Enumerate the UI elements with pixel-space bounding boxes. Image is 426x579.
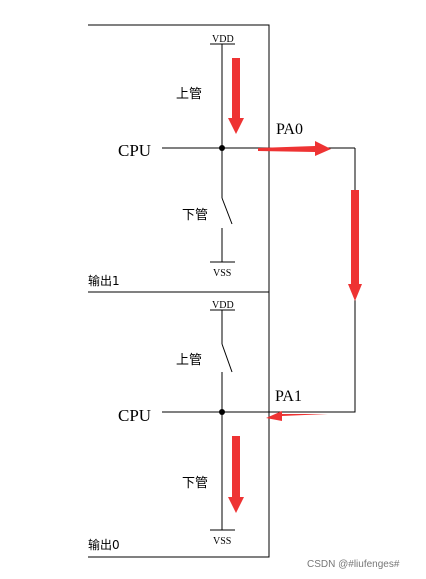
lower-switch-blade-top [221, 197, 233, 225]
upper-switch-label-top: 上管 [176, 87, 202, 102]
watermark: CSDN @#liufenges# [307, 559, 400, 570]
vdd-label-bottom: VDD [212, 300, 234, 311]
lower-switch-label-bottom: 下管 [182, 476, 208, 491]
output0-label: 输出0 [88, 537, 120, 552]
current-arrow-down-loop [348, 190, 362, 301]
vss-label-top: VSS [213, 268, 231, 279]
current-arrow-down-bottom [228, 436, 244, 513]
current-flow-arrows [228, 58, 362, 513]
bottom-module: VDD 上管 CPU PA1 下管 VSS 输出0 [88, 300, 302, 552]
upper-switch-blade-bottom [221, 343, 233, 373]
vss-label-bottom: VSS [213, 536, 231, 547]
pa1-label: PA1 [275, 388, 302, 405]
top-module: VDD 上管 CPU PA0 下管 VSS 输出1 [88, 34, 355, 288]
current-arrow-down-top [228, 58, 244, 134]
external-loop-wire [222, 148, 356, 413]
output1-label: 输出1 [88, 273, 120, 288]
pa0-label: PA0 [276, 121, 303, 138]
upper-switch-label-bottom: 上管 [176, 353, 202, 368]
lower-switch-label-top: 下管 [182, 208, 208, 223]
cpu-label-top: CPU [118, 141, 151, 160]
vdd-label-top: VDD [212, 34, 234, 45]
bottom-module-box [88, 292, 270, 558]
top-module-box [88, 24, 270, 292]
current-arrow-left-pa1 [266, 411, 328, 421]
cpu-label-bottom: CPU [118, 406, 151, 425]
current-arrow-right-pa0 [258, 141, 331, 156]
